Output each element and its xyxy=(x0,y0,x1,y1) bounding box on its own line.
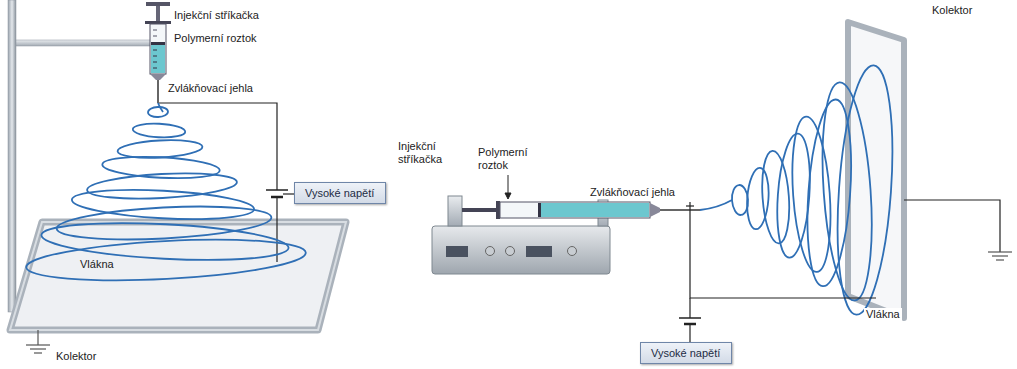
ground-symbol xyxy=(988,252,1012,260)
fiber-loop xyxy=(802,98,857,288)
needle-label: Zvlákňovací jehla xyxy=(590,186,675,199)
needle-label: Zvlákňovací jehla xyxy=(168,82,253,95)
fiber-loop xyxy=(745,167,770,230)
ground-symbol xyxy=(26,330,50,353)
fiber-jet xyxy=(158,103,163,112)
fiber-loop xyxy=(71,186,255,223)
fiber-jet xyxy=(700,200,732,210)
fibers-label: Vlákna xyxy=(864,308,902,321)
syringe-pump xyxy=(432,196,700,274)
fiber-loop xyxy=(132,122,185,138)
stand-arm xyxy=(16,40,152,46)
fiber-spiral xyxy=(700,63,900,316)
syringe xyxy=(145,2,171,103)
fiber-loop xyxy=(816,81,878,302)
voltage-label: Vysoké napětí xyxy=(305,186,375,200)
solution-label: Polymerní roztok xyxy=(478,146,540,172)
stand-rod xyxy=(8,0,16,312)
fiber-loop xyxy=(830,63,899,316)
fiber-loop xyxy=(788,115,835,273)
solution-label: Polymerní roztok xyxy=(174,32,257,45)
voltage-box: Vysoké napětí xyxy=(640,342,732,364)
fiber-loop xyxy=(102,154,220,181)
fiber-loop xyxy=(86,170,237,202)
fiber-spiral xyxy=(25,103,307,286)
voltage-box: Vysoké napětí xyxy=(294,182,386,204)
syringe-label: Injekční stříkačka xyxy=(398,140,460,166)
wire xyxy=(679,200,1000,342)
fibers-label: Vlákna xyxy=(78,258,116,271)
fiber-loop xyxy=(759,150,792,244)
collector-label: Kolektor xyxy=(932,4,972,17)
syringe-label: Injekční stříkačka xyxy=(174,9,259,22)
leader-line xyxy=(505,175,884,306)
fiber-loop xyxy=(56,202,272,244)
collector-label: Kolektor xyxy=(56,350,96,363)
fiber-loop xyxy=(148,106,168,117)
voltage-label: Vysoké napětí xyxy=(651,346,721,360)
fiber-loop xyxy=(25,234,307,287)
